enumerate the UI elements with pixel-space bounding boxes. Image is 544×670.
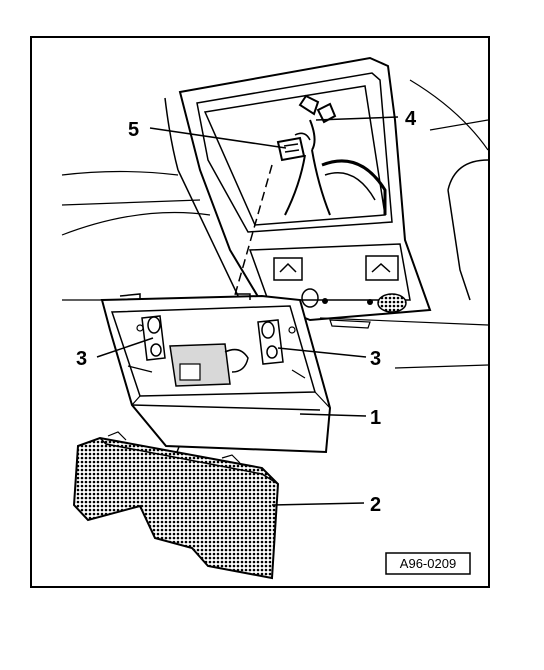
callout-2: 2 — [370, 494, 381, 516]
harness-connector — [276, 136, 306, 162]
wiring-harness — [284, 94, 387, 216]
callout-3-right: 3 — [370, 348, 381, 370]
callout-4: 4 — [405, 108, 417, 130]
callout-1: 1 — [370, 407, 381, 429]
callout-3-left: 3 — [76, 348, 87, 370]
diagram-frame — [30, 36, 490, 588]
reference-code-box — [385, 552, 471, 575]
lamp-housing — [100, 293, 332, 454]
leader-lines — [96, 116, 399, 506]
headliner-background — [61, 79, 488, 369]
reference-code: A96-0209 — [400, 556, 456, 571]
diffuser-lens — [72, 431, 280, 580]
callout-5: 5 — [128, 119, 139, 141]
roof-opening-frame — [178, 56, 432, 329]
